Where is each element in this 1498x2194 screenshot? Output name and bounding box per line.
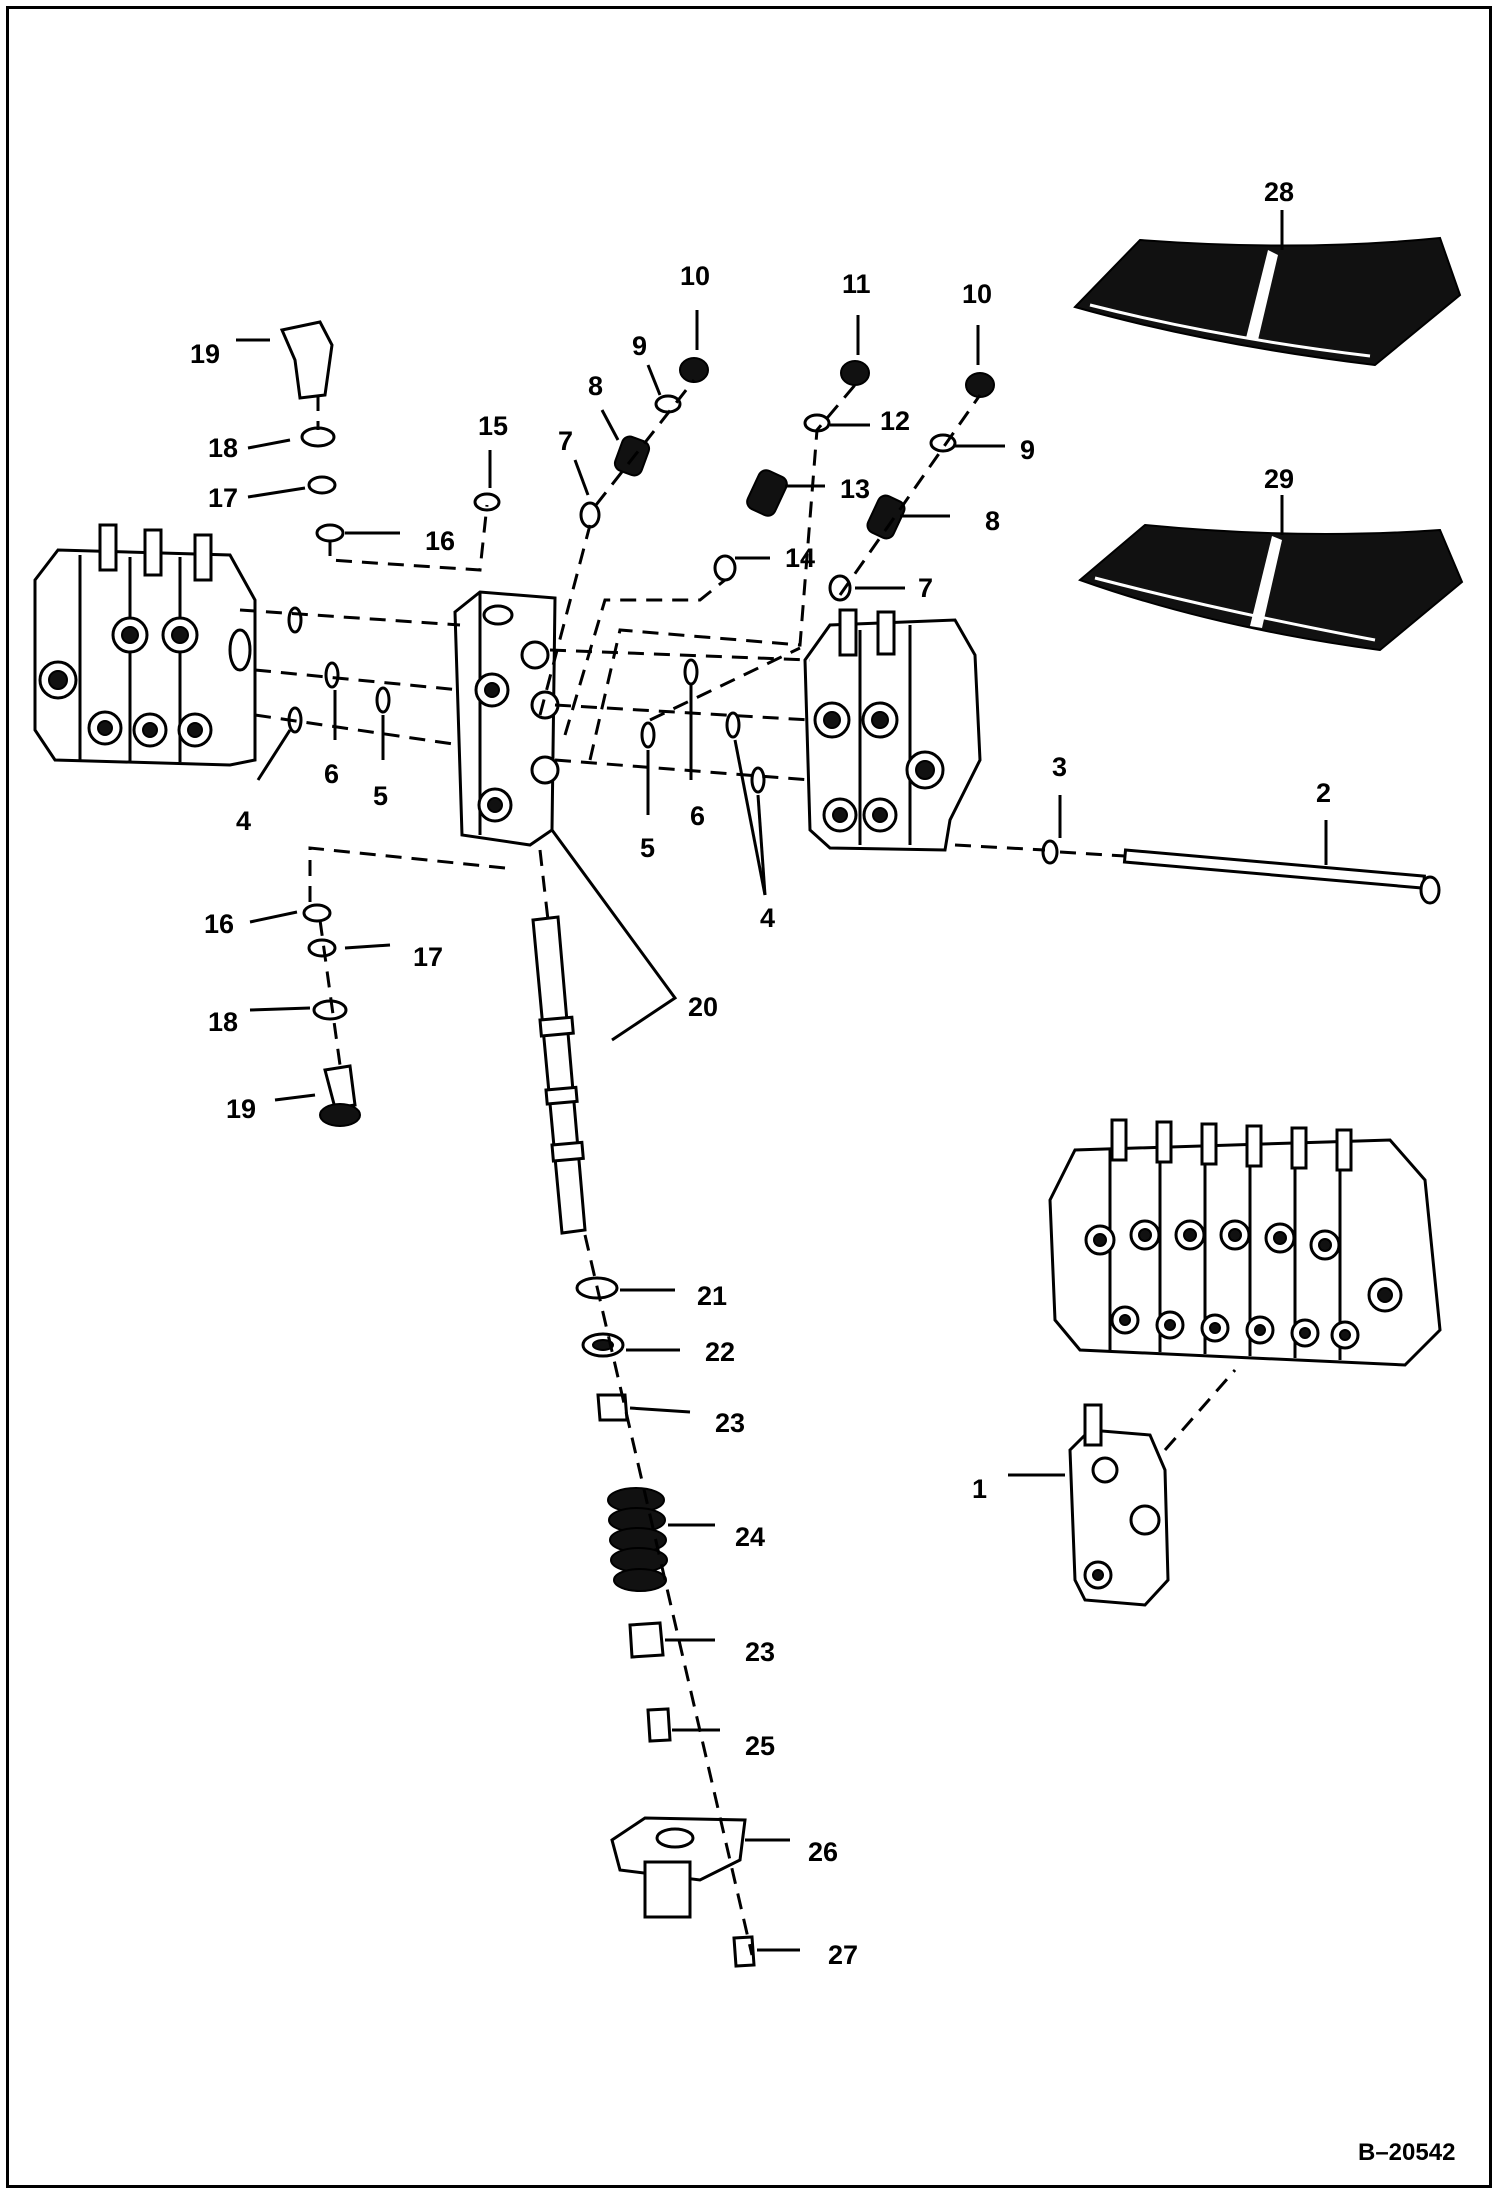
callout-5-left: 5 [373,781,388,811]
oring-5-left [375,686,391,714]
screw-27 [732,1935,756,1968]
spring-24 [607,1487,668,1592]
callout-8-left: 8 [588,371,603,401]
callout-6-left: 6 [324,759,339,789]
spring-13 [746,469,788,517]
callout-23-bottom: 23 [745,1637,775,1667]
callout-14: 14 [785,543,815,573]
callout-13: 13 [840,474,870,504]
callout-4-left: 4 [236,806,251,836]
ring-17-top [307,475,337,495]
center-valve-section-20 [453,590,560,847]
diagram-border [6,6,1492,2188]
oring-4-right-b [750,766,766,794]
callout-17-bottom: 17 [413,942,443,972]
poppet-7-left [579,501,601,529]
assembled-valve-bank [1048,1118,1442,1367]
end-cap-26 [610,1816,747,1919]
plug-11 [840,360,870,386]
callout-26: 26 [808,1837,838,1867]
callout-19-top: 19 [190,339,220,369]
callout-11: 11 [842,269,871,299]
callout-18-top: 18 [208,433,238,463]
callout-10-left: 10 [680,261,710,291]
callout-15: 15 [478,411,508,441]
callout-17-top: 17 [208,483,238,513]
callout-3: 3 [1052,752,1067,782]
callout-28: 28 [1264,177,1294,207]
callout-4-right: 4 [760,903,775,933]
ring-16-bottom [302,903,332,923]
oring-9-left [654,394,682,414]
callout-2: 2 [1316,778,1331,808]
callout-10-right: 10 [962,279,992,309]
callout-5-right: 5 [640,833,655,863]
callout-21: 21 [697,1281,727,1311]
callout-7-right: 7 [918,573,933,603]
callout-27: 27 [828,1940,858,1970]
ring-18-bottom [312,999,348,1021]
spring-8-left [613,435,651,477]
callout-9-right: 9 [1020,435,1035,465]
oring-5-right [640,721,656,749]
ring-17-bottom [307,938,337,958]
callout-7-left: 7 [558,426,573,456]
callout-20: 20 [688,992,718,1022]
ring-18-top [300,426,336,448]
decal-29 [1078,523,1464,652]
leader-lines [236,210,1328,1952]
oring-4-right-a [725,711,741,739]
plug-19-top [279,320,334,400]
callout-22: 22 [705,1337,735,1367]
bolt-25 [646,1707,672,1743]
ring-16-top [315,523,345,543]
assembly-lines [239,379,1237,1956]
spring-seat-23b [628,1621,665,1659]
oring-15 [473,492,501,512]
callout-12: 12 [880,406,910,436]
callout-1: 1 [972,1474,987,1504]
tie-bolt-2 [1122,848,1441,905]
spool-end-parts [575,1276,756,1968]
inlet-section-1 [1068,1403,1170,1607]
callout-24: 24 [735,1522,765,1552]
callout-16-top: 16 [425,526,455,556]
oring-6-right [683,658,699,686]
valve-section-left [33,523,257,767]
plug-19-bottom [319,1064,361,1127]
callout-6-right: 6 [690,801,705,831]
callout-16-bottom: 16 [204,909,234,939]
oring-4-left-a [287,606,303,634]
callout-29: 29 [1264,464,1294,494]
figure-number: B–20542 [1358,2139,1455,2166]
spool-20 [531,915,587,1235]
decal-28 [1073,236,1462,367]
poppet-7-right [828,574,852,602]
callout-25: 25 [745,1731,775,1761]
callout-9-left: 9 [632,331,647,361]
callout-8-right: 8 [985,506,1000,536]
valve-section-right [803,608,982,852]
nut-3 [1041,839,1059,865]
callout-labels: 1 2 3 4 4 5 5 6 6 7 7 8 8 9 9 10 10 11 1… [190,177,1331,1970]
callout-23-top: 23 [715,1408,745,1438]
spring-8-right [866,494,906,540]
plug-10-left [679,357,709,383]
oring-6-left [324,661,340,689]
plug-10-right [965,372,995,398]
callout-19-bottom: 19 [226,1094,256,1124]
callout-18-bottom: 18 [208,1007,238,1037]
poppet-14 [713,554,737,582]
